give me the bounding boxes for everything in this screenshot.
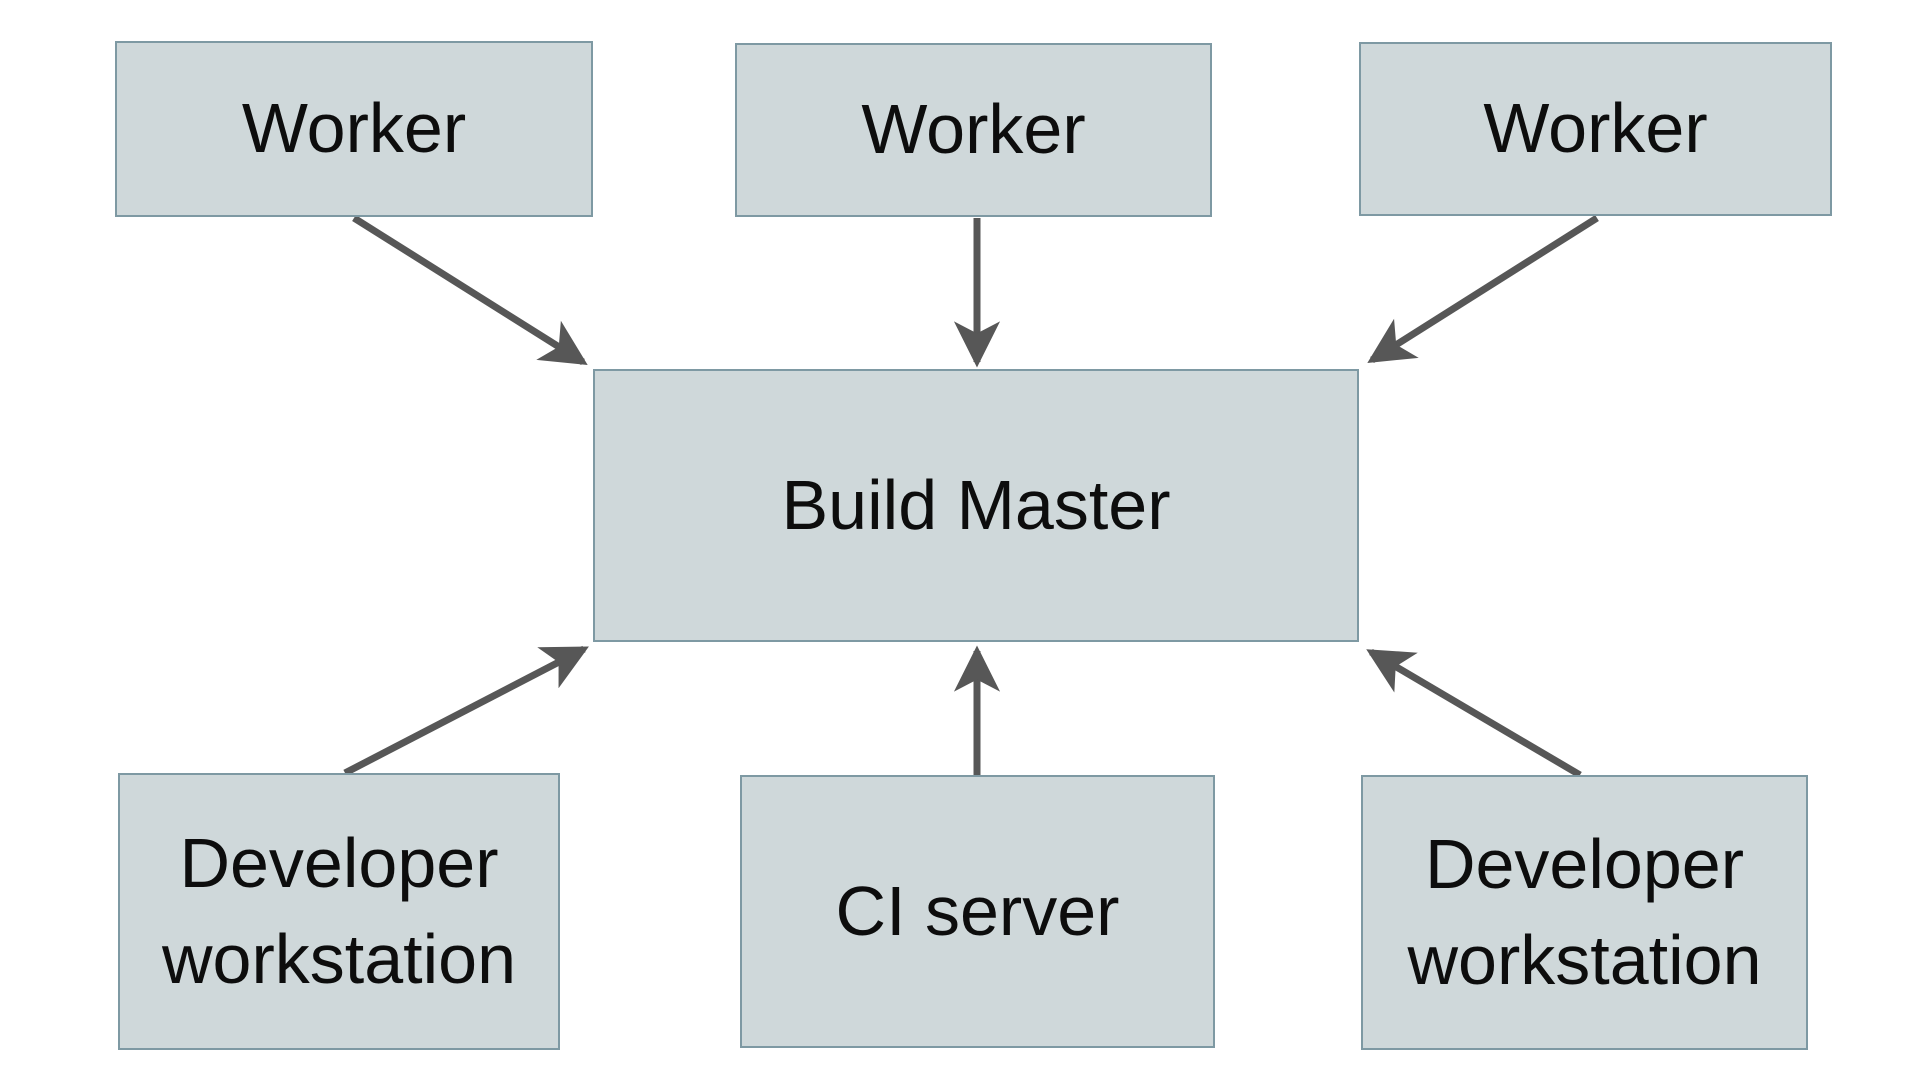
node-ci-server-label: CI server [835, 871, 1120, 950]
arrow-worker1-to-build-master [352, 215, 588, 365]
node-worker-2: Worker [735, 43, 1212, 217]
node-build-master: Build Master [593, 369, 1359, 642]
node-developer-workstation-left-label: Developer workstation [161, 823, 517, 998]
node-developer-workstation-right-label: Developer workstation [1407, 824, 1762, 999]
node-developer-workstation-right: Developer workstation [1361, 775, 1808, 1050]
node-worker-3: Worker [1359, 42, 1832, 216]
arrow-worker3-to-build-master [1367, 215, 1599, 363]
node-worker-2-label: Worker [861, 90, 1086, 169]
arrow-dev-right-to-build-master [1366, 648, 1582, 779]
node-worker-1-label: Worker [241, 89, 467, 168]
node-developer-workstation-left: Developer workstation [118, 773, 560, 1050]
node-build-master-label: Build Master [781, 465, 1171, 544]
arrow-dev-left-to-build-master [343, 645, 589, 777]
node-worker-1: Worker [115, 41, 593, 217]
node-ci-server: CI server [740, 775, 1215, 1048]
node-worker-3-label: Worker [1483, 89, 1708, 168]
